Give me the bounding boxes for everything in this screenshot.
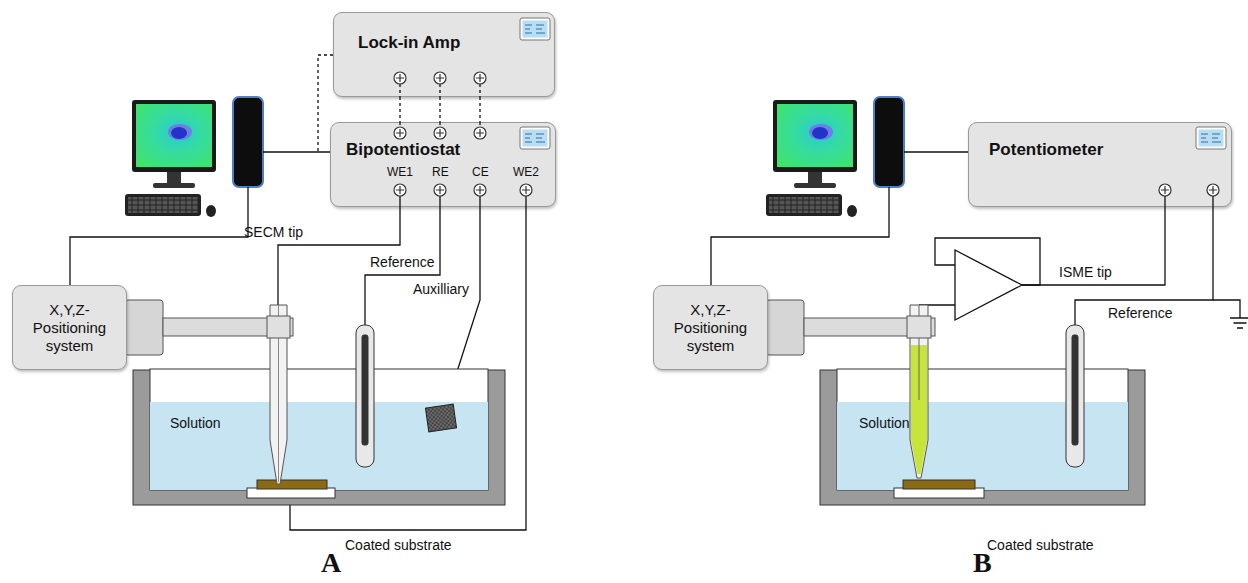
positioning-arm	[125, 300, 293, 355]
reference-electrode-part	[356, 325, 374, 467]
dotted-connector	[399, 97, 400, 122]
terminal-layer-part	[520, 184, 532, 196]
terminal-layer-part	[474, 72, 486, 84]
part-label: Reference	[1108, 306, 1173, 321]
terminal-layer-part	[394, 127, 406, 139]
instrument-name: Lock-in Amp	[358, 33, 460, 53]
terminal-layer-part	[394, 184, 406, 196]
wire-part	[1230, 318, 1248, 328]
auxiliary-electrode-part	[425, 404, 456, 432]
terminal-layer-part	[434, 72, 446, 84]
terminal-layer-part	[1159, 184, 1171, 196]
terminal-layer-part	[434, 127, 446, 139]
wire-part	[1213, 300, 1240, 318]
part-label: Auxilliary	[413, 282, 469, 297]
part-label: Coated substrate	[987, 538, 1094, 553]
instrument-box: Potentiometer	[968, 122, 1232, 207]
cell-part	[903, 480, 975, 489]
cell-part	[150, 369, 488, 490]
instrument-box: Bipotentiostat	[330, 122, 556, 207]
wire-part	[365, 207, 440, 325]
terminal-layer-part	[1196, 127, 1226, 149]
terminal-layer-part	[520, 18, 550, 40]
wire-stub-part	[400, 196, 1213, 207]
instrument-name: Potentiometer	[989, 140, 1103, 160]
reference-electrode-part	[1066, 325, 1084, 467]
instrument-name: Bipotentiostat	[346, 140, 460, 160]
part-label: SECM tip	[244, 225, 303, 240]
wire-part	[711, 187, 889, 285]
cell-part	[820, 370, 1145, 505]
dotted-connector	[479, 97, 480, 122]
terminal-name: CE	[472, 166, 489, 179]
cell	[133, 369, 505, 505]
terminal-layer-part	[394, 72, 406, 84]
terminal-layer-part	[434, 184, 446, 196]
part-label: Solution	[170, 416, 221, 431]
isme-tip-part	[907, 316, 931, 338]
amplifier-symbol	[955, 250, 1022, 320]
part-label: Coated substrate	[345, 538, 452, 553]
reference-electrode	[356, 325, 374, 467]
wire-part	[70, 187, 248, 285]
part-label: Solution	[859, 416, 910, 431]
positioning-arm-part	[766, 300, 804, 355]
instrument-box: Lock-in Amp	[333, 12, 555, 97]
terminal-layer-part	[474, 184, 486, 196]
wire-stub-part	[400, 84, 480, 127]
terminal-name: WE1	[387, 166, 413, 179]
reference-electrode-part	[362, 335, 368, 445]
secm-tip-part	[267, 316, 290, 338]
cell-part	[150, 402, 488, 490]
terminal-name: RE	[432, 166, 449, 179]
wire-stub	[400, 84, 1213, 207]
positioning-arm-part	[125, 300, 163, 355]
positioning-box: X,Y,Z- Positioning system	[653, 285, 768, 370]
terminal-name: WE2	[513, 166, 539, 179]
wire-part	[263, 151, 330, 152]
isme-tip	[907, 305, 931, 478]
reference-electrode-part	[1072, 335, 1078, 445]
secm-tip	[267, 305, 290, 484]
computer	[125, 97, 263, 217]
reference-electrode	[1066, 325, 1084, 467]
terminal-layer-part	[474, 127, 486, 139]
wire-part	[1022, 207, 1165, 285]
computer	[766, 97, 904, 217]
cell-part	[257, 480, 327, 489]
positioning-box: X,Y,Z- Positioning system	[12, 285, 127, 370]
cell	[820, 369, 1145, 505]
wire-part	[904, 151, 968, 152]
dotted-connector	[439, 97, 440, 122]
box-label: X,Y,Z- Positioning system	[660, 301, 761, 355]
panel-letter: A	[321, 548, 341, 579]
box-label: X,Y,Z- Positioning system	[19, 301, 120, 355]
terminal-layer-part	[520, 127, 550, 149]
cell-part	[133, 370, 505, 505]
terminal-layer-part	[1207, 184, 1219, 196]
auxiliary-electrode	[425, 404, 456, 432]
panel-letter: B	[973, 548, 992, 579]
part-label: ISME tip	[1059, 265, 1112, 280]
part-label: Reference	[370, 255, 435, 270]
